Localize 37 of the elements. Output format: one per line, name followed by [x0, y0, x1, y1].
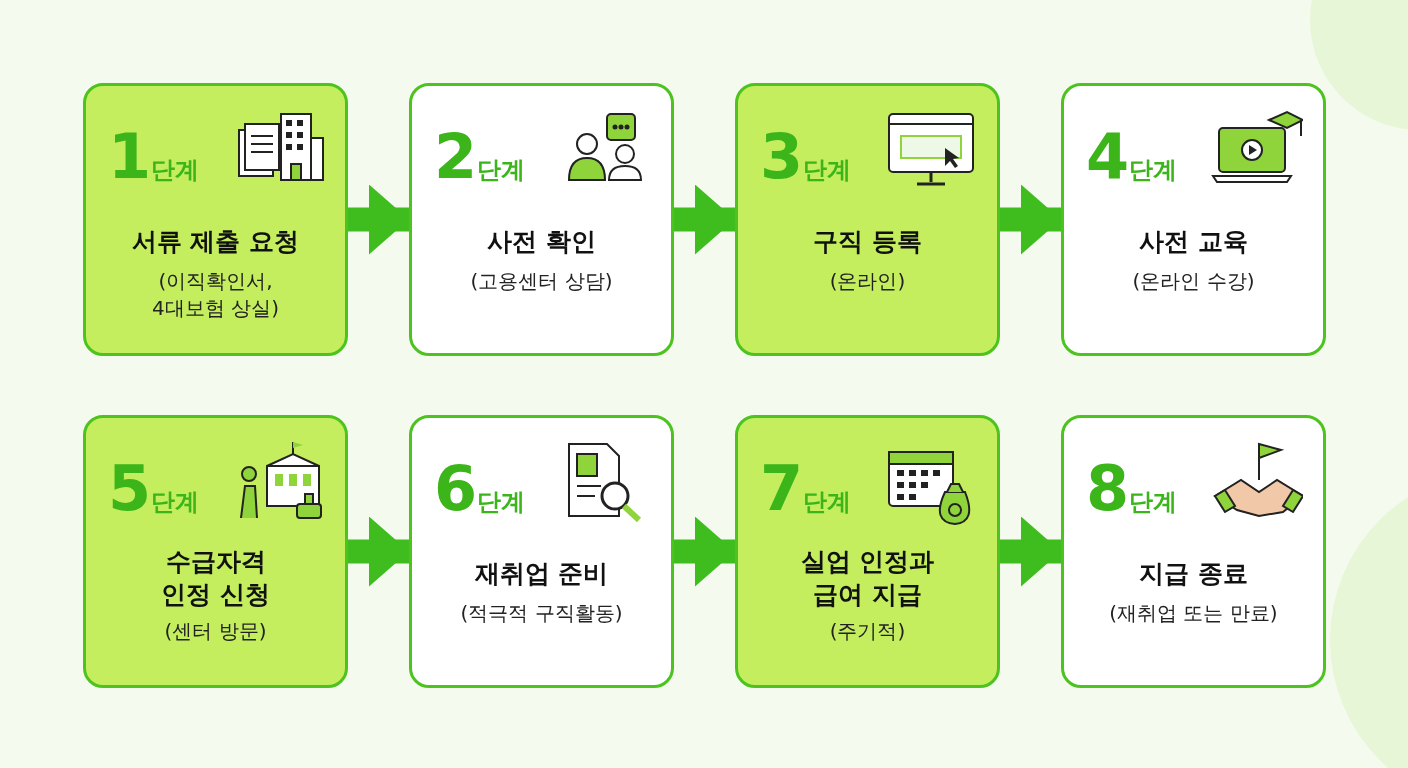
- step-card: [83, 83, 348, 356]
- step-description: (온라인 수강): [1131, 268, 1256, 295]
- step-number: 3단계: [760, 126, 852, 188]
- step-number: 5단계: [108, 458, 200, 520]
- arrow: [674, 184, 735, 255]
- step-number: 4단계: [1086, 126, 1178, 188]
- step-title: 서류 제출 요청: [130, 226, 301, 258]
- step-number: 1단계: [108, 126, 200, 188]
- step-number: 6단계: [434, 458, 526, 520]
- step-card: [1061, 83, 1326, 356]
- step-title: 구직 등록: [812, 226, 923, 258]
- step-card: [409, 83, 674, 356]
- step-title: 재취업 준비: [473, 558, 610, 590]
- step-number: 7단계: [760, 458, 852, 520]
- arrow: [348, 184, 409, 255]
- step-number: 8단계: [1086, 458, 1178, 520]
- step-title: 사전 교육: [1138, 226, 1249, 258]
- arrow: [1000, 516, 1061, 587]
- step-description: (이직확인서, 4대보험 상실): [151, 268, 280, 322]
- step-title: 실업 인정과 급여 지급: [799, 546, 936, 611]
- step-card: [1061, 415, 1326, 688]
- step-card: [409, 415, 674, 688]
- arrow: [1000, 184, 1061, 255]
- step-description: (재취업 또는 만료): [1108, 600, 1279, 627]
- step-description: (센터 방문): [163, 618, 268, 645]
- step-title: 사전 확인: [486, 226, 597, 258]
- arrow: [674, 516, 735, 587]
- step-description: (고용센터 상담): [469, 268, 614, 295]
- step-title: 지급 종료: [1138, 558, 1249, 590]
- step-description: (주기적): [828, 618, 907, 645]
- step-description: (적극적 구직활동): [459, 600, 624, 627]
- step-title: 수급자격 인정 신청: [160, 546, 271, 611]
- step-card: [735, 83, 1000, 356]
- arrow: [348, 516, 409, 587]
- step-description: (온라인): [828, 268, 907, 295]
- step-card: [83, 415, 348, 688]
- step-card: [735, 415, 1000, 688]
